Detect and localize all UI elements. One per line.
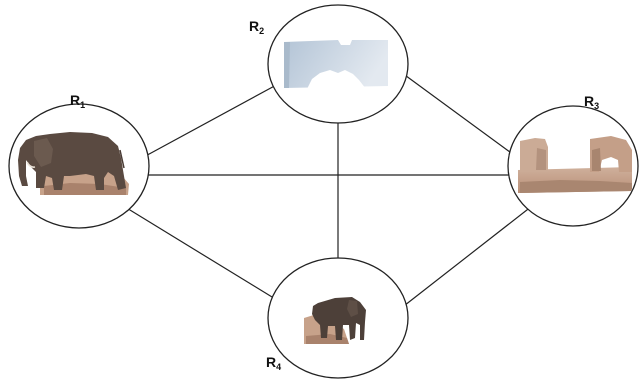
rock-region-image — [518, 136, 632, 193]
rock-pillar-left-shade — [536, 148, 546, 170]
rock-arch-shade — [592, 148, 601, 171]
elephant-tusk-shape — [26, 161, 36, 168]
node-label-subscript: 2 — [259, 26, 264, 36]
edge-r1-r2 — [139, 82, 281, 160]
node-label-r1: R1 — [70, 92, 85, 110]
elephant-tail-shape — [119, 149, 125, 169]
edge-r3-r4 — [399, 205, 533, 310]
elephant-ear-shape — [34, 138, 53, 167]
node-label-subscript: 4 — [276, 362, 281, 372]
ground-shadow — [44, 183, 126, 195]
node-circle — [507, 105, 639, 227]
sky-region-image — [284, 40, 388, 89]
node-label-r2: R2 — [249, 18, 264, 36]
edge-r1-r4 — [124, 206, 291, 309]
node-r3: R3 — [507, 93, 639, 227]
elephant-region-image — [18, 132, 129, 195]
sky-cutout-shape — [307, 70, 366, 89]
node-label-base: R — [249, 18, 259, 34]
edges — [124, 69, 533, 310]
sky-shape — [284, 40, 388, 88]
edge-r2-r3 — [397, 69, 519, 159]
node-label-base: R — [584, 93, 594, 109]
node-r4: R4 — [266, 257, 409, 379]
node-r2: R2 — [249, 4, 409, 124]
node-label-subscript: 1 — [80, 100, 85, 110]
node-label-r4: R4 — [266, 354, 281, 372]
node-label-r3: R3 — [584, 93, 599, 111]
node-label-base: R — [266, 354, 276, 370]
node-r1: R1 — [8, 92, 150, 229]
elephant-ear-shape — [347, 300, 358, 317]
small-elephant-region-image — [304, 297, 366, 344]
sky-edge-shade — [284, 42, 290, 88]
rock-ground-shade — [520, 180, 632, 193]
node-label-base: R — [70, 92, 80, 108]
node-label-subscript: 3 — [594, 101, 599, 111]
